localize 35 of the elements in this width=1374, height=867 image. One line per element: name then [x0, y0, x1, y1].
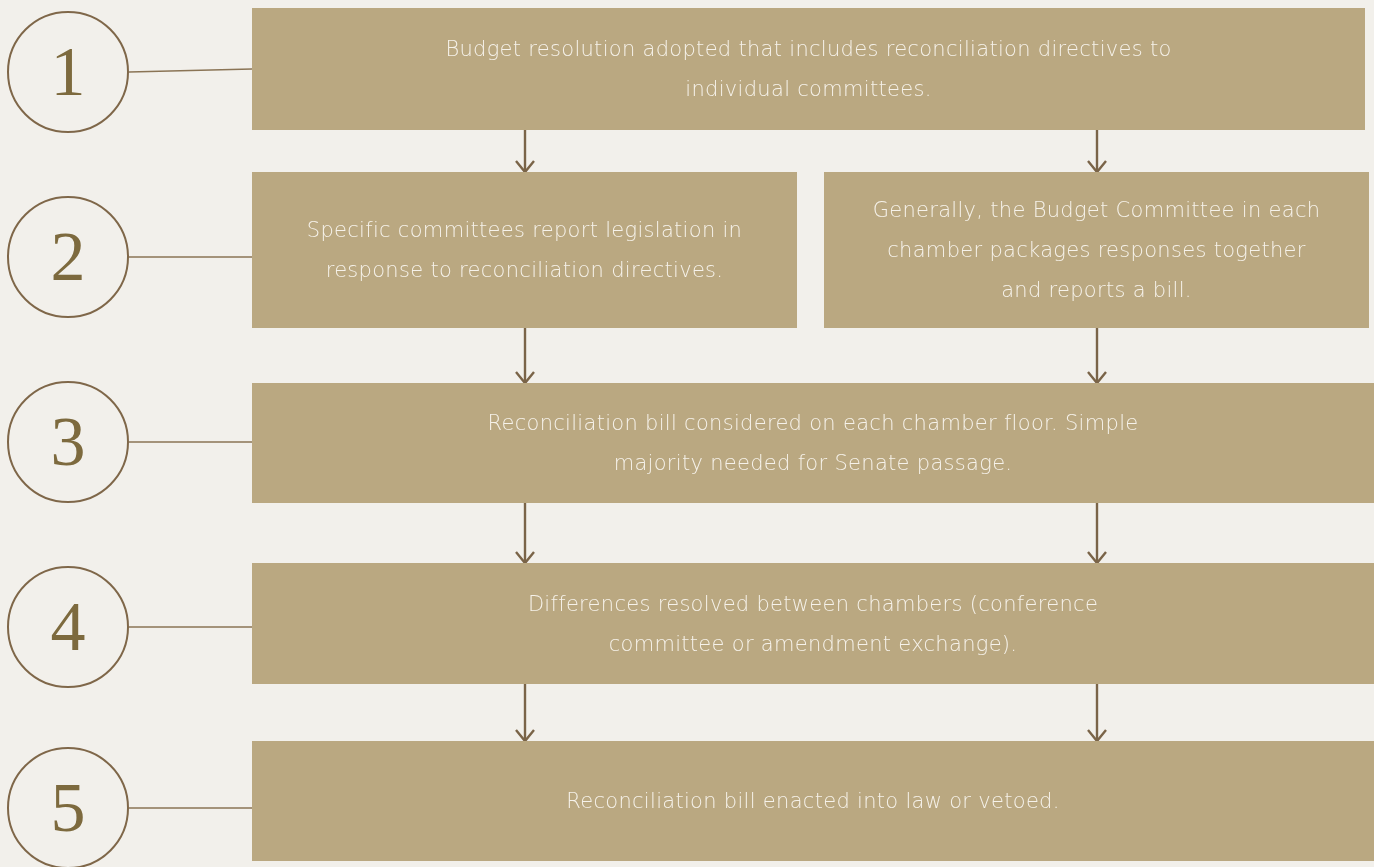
- step-number: 1: [50, 37, 86, 107]
- step-number-circle: [7, 747, 129, 867]
- process-box: [824, 172, 1369, 328]
- arrow: [514, 328, 536, 385]
- step-number-circle: [7, 196, 129, 318]
- arrow: [514, 130, 536, 174]
- process-box: [252, 741, 1374, 861]
- step-number-circle: [7, 11, 129, 133]
- step-text: Specific committees report legislation in response to reconciliation directives.: [305, 217, 744, 284]
- step-number-circle: [7, 566, 129, 688]
- arrow: [1086, 503, 1108, 565]
- arrow: [1086, 684, 1108, 743]
- process-box: [252, 172, 797, 328]
- process-box: [252, 383, 1374, 503]
- step-text: Reconciliation bill enacted into law or vetoed.: [566, 788, 1060, 815]
- connector-line: [128, 626, 253, 628]
- step-text: Reconciliation bill considered on each chamber floor. Simple majority needed for Senate passage.: [486, 410, 1140, 477]
- connector-line: [128, 256, 253, 258]
- connector-line: [128, 68, 253, 73]
- step-text: Generally, the Budget Committee in each chamber packages responses together and reports a bill.: [871, 197, 1322, 304]
- arrow: [1086, 328, 1108, 385]
- step-number: 4: [50, 592, 86, 662]
- step-number-circle: [7, 381, 129, 503]
- step-number: 5: [50, 773, 86, 843]
- arrow: [514, 503, 536, 565]
- connector-line: [128, 441, 253, 443]
- step-number: 3: [50, 407, 86, 477]
- step-text: Budget resolution adopted that includes reconciliation directives to individual committees.: [444, 36, 1173, 103]
- step-text: Differences resolved between chambers (conference committee or amendment exchange).: [526, 590, 1100, 658]
- arrow: [1086, 130, 1108, 174]
- step-number: 2: [50, 222, 86, 292]
- connector-line: [128, 807, 253, 809]
- process-box: [252, 8, 1365, 130]
- arrow: [514, 684, 536, 743]
- process-box: [252, 563, 1374, 684]
